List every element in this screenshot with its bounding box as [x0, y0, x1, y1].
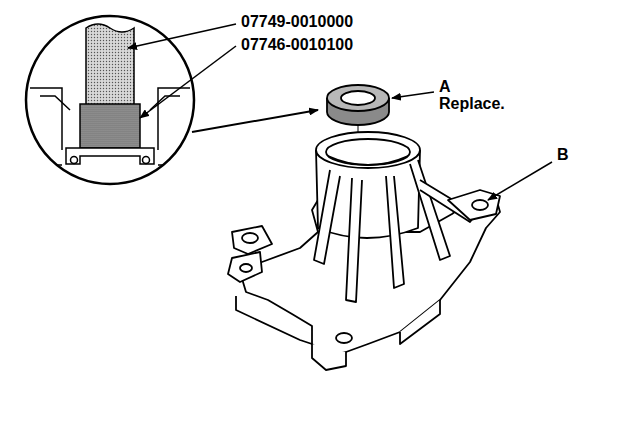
callout-letter: B [556, 146, 570, 164]
note-text: Replace. [438, 95, 506, 113]
tool-number: 07746-0010100 [240, 36, 354, 54]
callout-letter: A [438, 78, 452, 96]
tool-number: 07749-0010000 [240, 13, 354, 31]
